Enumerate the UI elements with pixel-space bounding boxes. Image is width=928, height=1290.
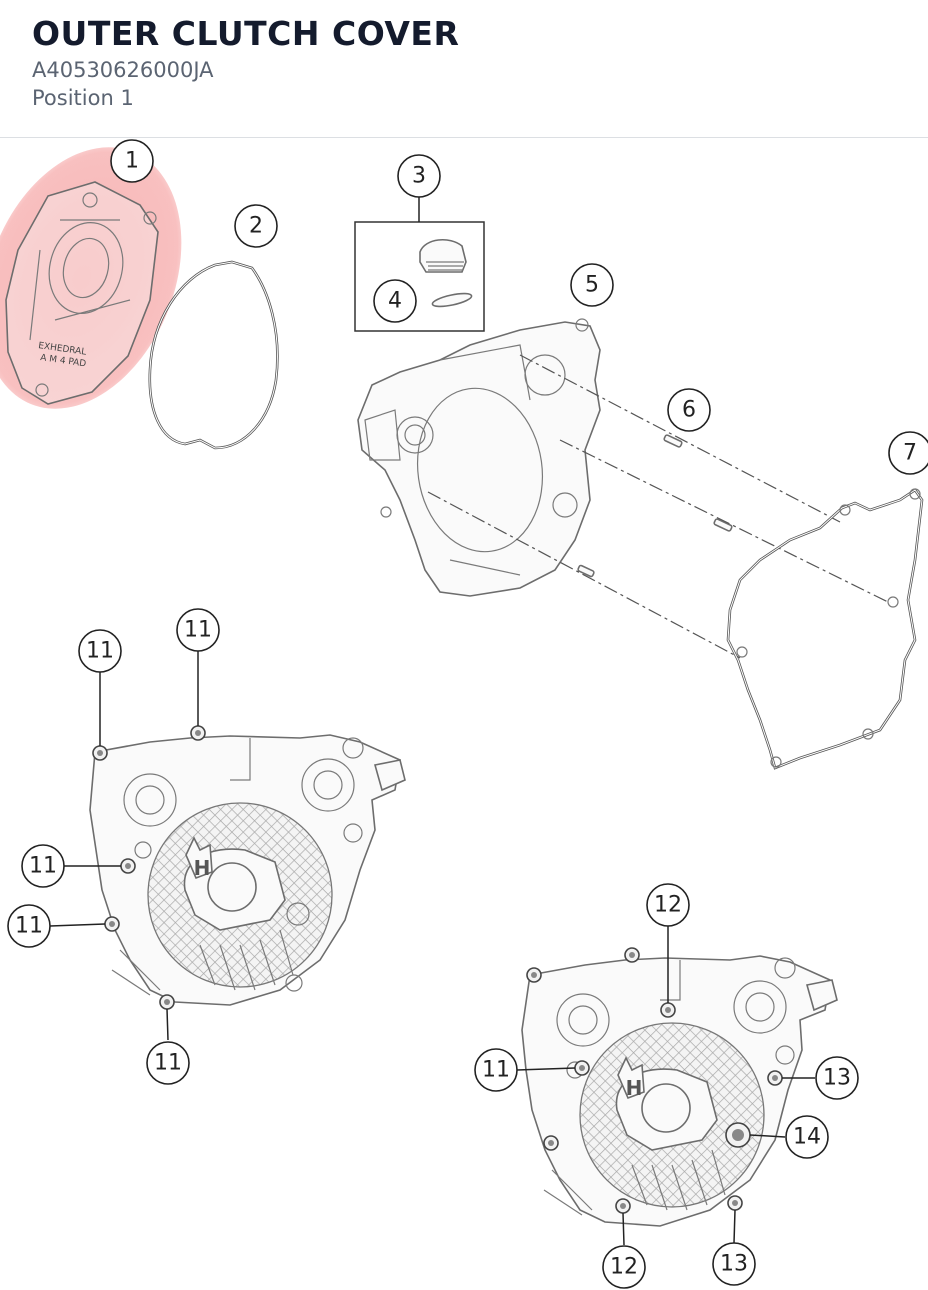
assembly-right-bolts [526, 947, 783, 1214]
callout-5[interactable]: 5 [570, 263, 614, 307]
callout-4[interactable]: 4 [373, 279, 417, 323]
callout-11[interactable]: 11 [21, 844, 65, 888]
part-2-gasket[interactable] [148, 260, 279, 450]
svg-text:4: 4 [388, 289, 402, 314]
part-3-filler-plug-group[interactable] [354, 221, 485, 332]
svg-text:11: 11 [86, 639, 114, 664]
svg-text:13: 13 [823, 1066, 851, 1091]
callout-11[interactable]: 11 [7, 904, 51, 948]
callout-12[interactable]: 12 [646, 883, 690, 927]
part-5-clutch-cover-housing[interactable] [357, 318, 601, 597]
callout-1[interactable]: 1 [110, 139, 154, 183]
leader-lines [49, 196, 815, 1246]
svg-text:14: 14 [793, 1125, 821, 1150]
svg-text:11: 11 [154, 1051, 182, 1076]
assembly-view-left: H [89, 734, 406, 1006]
part-number: A40530626000JA [32, 58, 214, 82]
svg-text:H: H [626, 1076, 643, 1100]
svg-text:13: 13 [720, 1252, 748, 1277]
position-label: Position 1 [32, 86, 134, 110]
callout-13[interactable]: 13 [712, 1242, 756, 1286]
callout-6[interactable]: 6 [667, 388, 711, 432]
part-1-cover-body [5, 181, 159, 405]
page-title: OUTER CLUTCH COVER [32, 14, 460, 53]
callout-3[interactable]: 3 [397, 154, 441, 198]
callout-11[interactable]: 11 [78, 629, 122, 673]
part-3-filler-plug [419, 239, 467, 273]
part-7-gasket-outline [726, 488, 924, 770]
alignment-lines [427, 354, 891, 659]
svg-text:3: 3 [412, 164, 426, 189]
callout-11[interactable]: 11 [176, 608, 220, 652]
svg-text:5: 5 [585, 273, 599, 298]
callout-2[interactable]: 2 [234, 204, 278, 248]
assembly-view-right: H [521, 955, 838, 1227]
callout-7[interactable]: 7 [888, 431, 928, 475]
part-1-highlight [0, 147, 182, 409]
svg-text:11: 11 [29, 854, 57, 879]
part-7-housing-gasket[interactable] [726, 488, 924, 770]
callout-13[interactable]: 13 [815, 1056, 859, 1100]
part-4-o-ring [431, 292, 473, 308]
svg-text:1: 1 [125, 149, 139, 174]
svg-text:7: 7 [903, 441, 917, 466]
part-3-box [354, 221, 485, 332]
svg-text:2: 2 [249, 214, 263, 239]
svg-text:11: 11 [184, 618, 212, 643]
page-header: OUTER CLUTCH COVER A40530626000JA Positi… [0, 0, 928, 138]
callout-12[interactable]: 12 [602, 1245, 646, 1289]
callout-11[interactable]: 11 [146, 1041, 190, 1085]
svg-text:6: 6 [682, 398, 696, 423]
callout-11[interactable]: 11 [474, 1048, 518, 1092]
callout-14[interactable]: 14 [785, 1115, 829, 1159]
svg-text:H: H [194, 856, 211, 880]
svg-text:12: 12 [610, 1255, 638, 1280]
part-5-housing-outline [357, 321, 601, 597]
svg-text:11: 11 [482, 1058, 510, 1083]
part-1-outer-clutch-cover[interactable]: EXHEDRAL A M 4 PAD [0, 117, 218, 438]
assembly-left-bolts [92, 725, 206, 1010]
svg-text:12: 12 [654, 893, 682, 918]
svg-text:11: 11 [15, 914, 43, 939]
part-6-dowel-pins[interactable] [577, 434, 733, 578]
